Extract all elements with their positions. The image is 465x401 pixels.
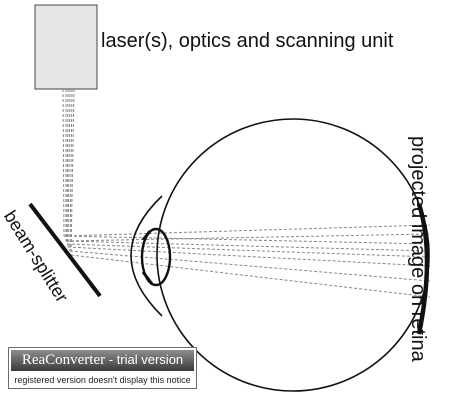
lens — [140, 227, 172, 287]
watermark-brand: ReaConverter - trial version — [11, 352, 194, 369]
retina-image — [416, 203, 430, 335]
laser-unit-box — [34, 4, 98, 90]
cornea — [130, 195, 163, 317]
laser-unit-label: laser(s), optics and scanning unit — [101, 30, 394, 52]
light-rays — [62, 88, 431, 298]
watermark-notice: registered version doesn't display this … — [14, 375, 191, 385]
watermark-title-bar: ReaConverter - trial version — [11, 350, 194, 371]
watermark-brand-name: ReaConverter — [21, 352, 106, 368]
trial-watermark: ReaConverter - trial version registered … — [8, 347, 197, 389]
eyeball — [156, 118, 430, 392]
retina-image-label: projected image on retina — [407, 136, 429, 362]
beam-splitter — [28, 202, 102, 298]
watermark-brand-suffix: - trial version — [105, 352, 184, 367]
